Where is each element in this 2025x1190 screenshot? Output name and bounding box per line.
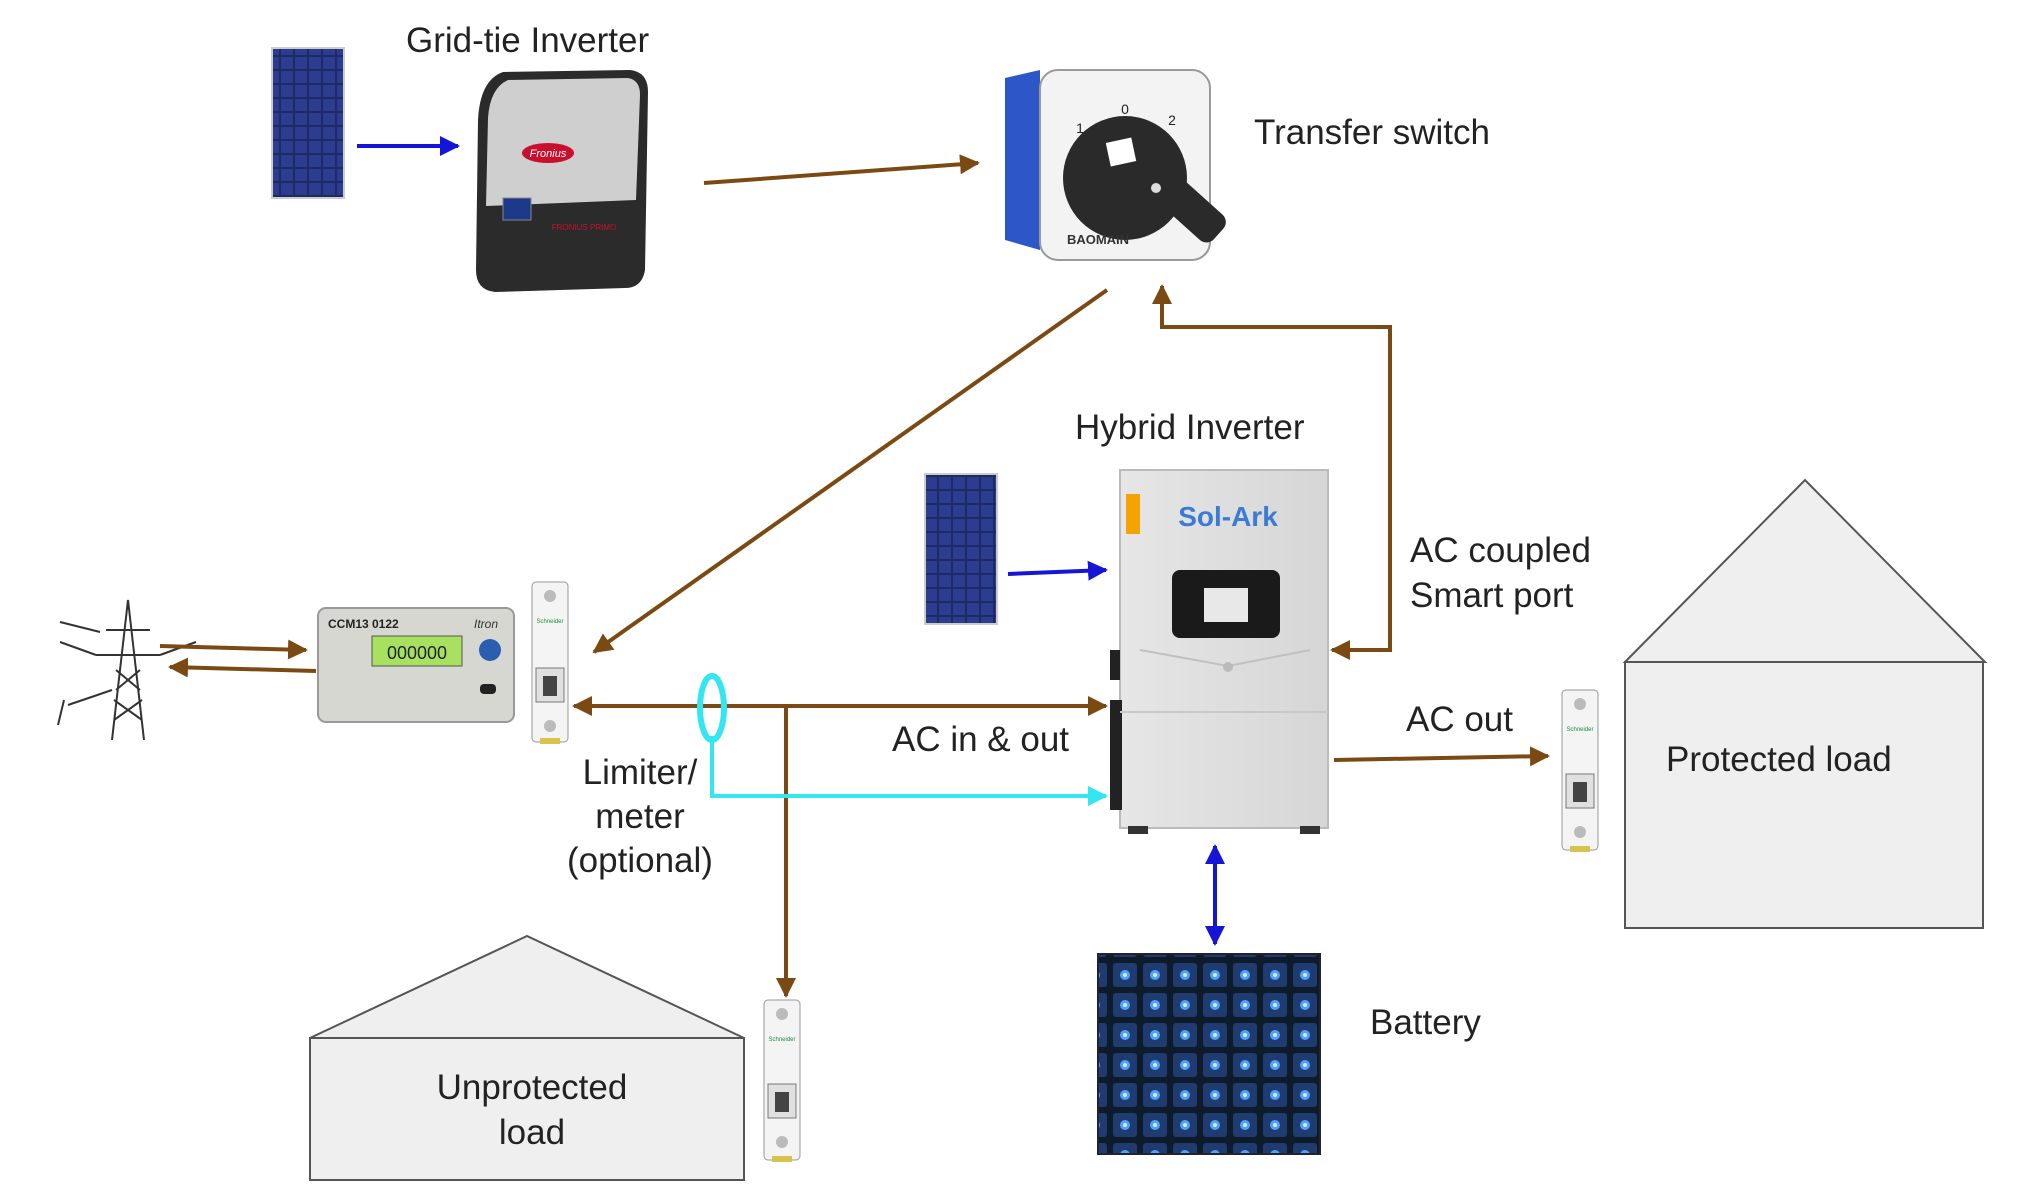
hybrid-inverter-label: Hybrid Inverter [1075,408,1305,447]
limiter-label-line1: Limiter/ [582,753,698,792]
baomain-brand-text: BAOMAIN [1067,232,1129,247]
ct-signal-line [710,736,1108,806]
arrow-ac-out [1333,746,1550,767]
fronius-model-text: FRONIUS PRIMO [552,223,616,232]
breaker-unprotected-brand: Schneider [768,1037,795,1043]
grid-tie-inverter-label: Grid-tie Inverter [406,21,650,60]
battery-bank-image [1097,953,1321,1155]
switch-position-0: 0 [1121,101,1129,117]
unprotected-load-label-line2: load [498,1113,566,1152]
meter-brand-text: Itron [474,617,498,631]
breaker-protected-device: Schneider [1561,689,1599,852]
transfer-switch-device: 0 1 2 BAOMAIN [1005,69,1226,261]
power-pylon-icon [57,599,197,741]
transfer-switch-label: Transfer switch [1254,113,1490,152]
utility-meter-device: 000000 CCM13 0122 Itron [317,607,515,723]
arrow-switch-to-breaker [592,288,1109,654]
switch-position-2: 2 [1168,112,1176,128]
ac-out-label: AC out [1406,700,1513,739]
arrow-gridtie-to-switch [703,154,980,185]
arrow-smartport-to-switch [1152,284,1392,660]
limiter-label-line3: (optional) [567,841,713,880]
arrow-solar-to-hybrid [1007,560,1108,581]
ct-clamp-icon [697,673,727,743]
arrow-pylon-to-meter [159,639,308,660]
breaker-protected-brand: Schneider [1566,727,1593,733]
hybrid-inverter-device: Sol-Ark [1110,469,1329,834]
battery-label: Battery [1370,1003,1481,1042]
limiter-label-line2: meter [595,797,685,836]
unprotected-load-label-line1: Unprotected [436,1068,628,1107]
ac-coupled-label-line1: AC coupled [1410,531,1591,570]
arrow-meter-to-pylon [168,657,317,678]
breaker-grid-brand: Schneider [536,619,563,625]
protected-load-house [1622,478,1988,929]
solark-logo-text: Sol-Ark [1178,501,1278,532]
meter-reading-text: 000000 [387,643,447,663]
grid-tie-inverter-device: Fronius FRONIUS PRIMO [476,70,648,292]
protected-load-label: Protected load [1666,740,1892,779]
fronius-logo-text: Fronius [530,148,567,160]
breaker-grid-device: Schneider [531,581,569,744]
solar-panel-top-icon [271,47,345,199]
breaker-unprotected-device: Schneider [763,999,801,1162]
switch-position-1: 1 [1076,120,1084,136]
solar-panel-hybrid-icon [924,473,998,625]
meter-id-text: CCM13 0122 [328,617,399,631]
unprotected-load-house [309,934,745,1181]
ac-coupled-label-line2: Smart port [1410,576,1574,615]
ac-in-out-label: AC in & out [892,720,1070,759]
